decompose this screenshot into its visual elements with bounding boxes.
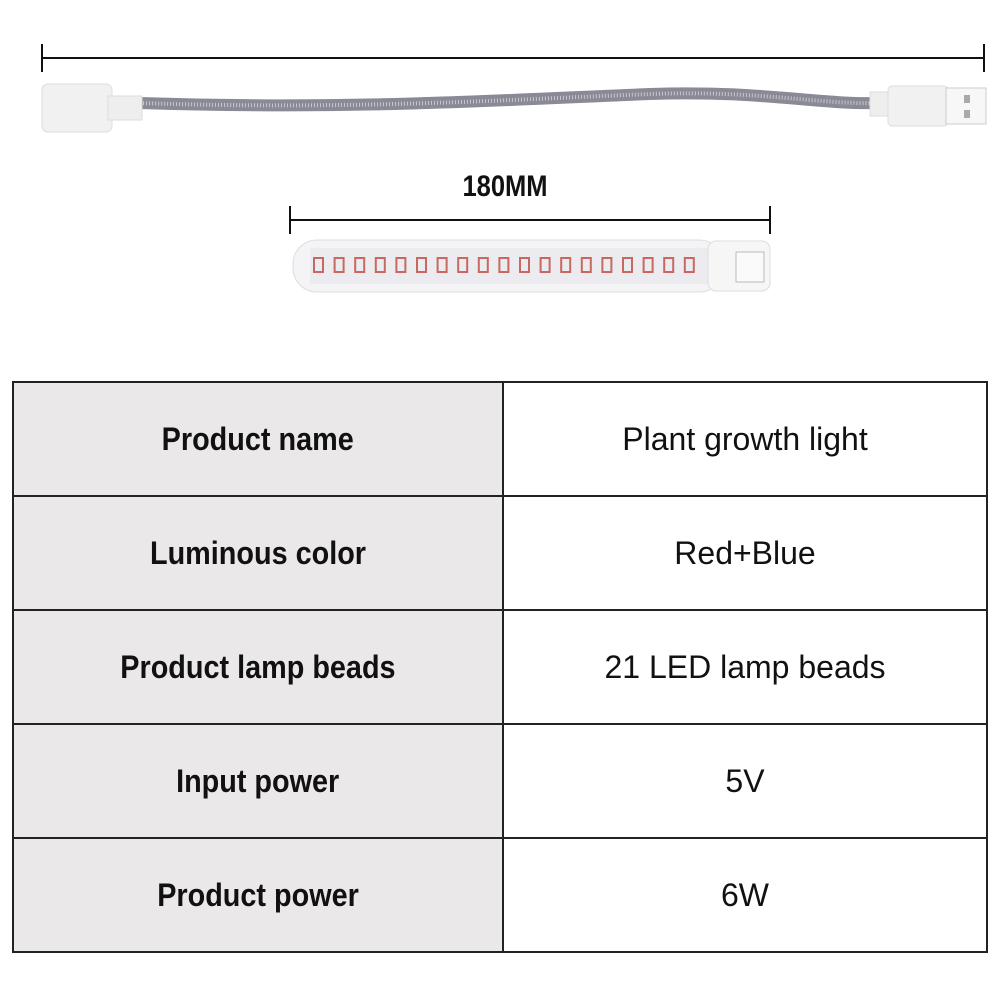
led-bead <box>580 257 592 273</box>
usb-female-connector <box>41 83 113 133</box>
dimension-tick <box>983 44 985 72</box>
led-bead <box>539 257 551 273</box>
spec-value: 6W <box>721 876 769 913</box>
led-bead <box>457 257 469 273</box>
spec-label-cell: Luminous color <box>12 495 504 611</box>
usb-extension-cable <box>41 83 987 133</box>
led-bead <box>683 257 695 273</box>
spec-label: Luminous color <box>150 534 366 571</box>
led-bead <box>374 257 386 273</box>
led-bead <box>354 257 366 273</box>
spec-value: Plant growth light <box>622 420 868 457</box>
led-bead <box>333 257 345 273</box>
spec-label: Product lamp beads <box>120 648 396 685</box>
cable-length-line <box>41 57 985 59</box>
led-bead <box>313 257 324 273</box>
spec-value-cell: 5V <box>502 723 988 839</box>
dimension-label: 180MM <box>462 170 548 203</box>
spec-label-cell: Product power <box>12 837 504 953</box>
product-illustration <box>41 83 987 293</box>
led-light-bar <box>292 239 771 293</box>
spec-label-cell: Product name <box>12 381 504 497</box>
spec-row: Product power 6W <box>12 837 988 953</box>
spec-row: Input power 5V <box>12 723 988 839</box>
led-bead <box>663 257 675 273</box>
led-bead <box>395 257 407 273</box>
led-bead <box>622 257 633 273</box>
spec-label-cell: Input power <box>12 723 504 839</box>
spec-label: Input power <box>176 762 340 799</box>
spec-label-cell: Product lamp beads <box>12 609 504 725</box>
led-bead <box>498 257 510 273</box>
led-bead <box>436 257 448 273</box>
led-bead <box>477 257 489 273</box>
spec-value-cell: 6W <box>502 837 988 953</box>
spec-label: Product name <box>161 420 355 457</box>
spec-value: 5V <box>725 762 765 799</box>
spec-value: Red+Blue <box>674 534 816 571</box>
spec-value-cell: Red+Blue <box>502 495 988 611</box>
led-bead <box>601 257 613 273</box>
spec-label: Product power <box>157 876 359 913</box>
spec-row: Product name Plant growth light <box>12 381 988 497</box>
led-bead <box>642 257 654 273</box>
led-bead <box>560 257 572 273</box>
led-bead <box>416 257 427 273</box>
spec-value: 21 LED lamp beads <box>604 648 886 685</box>
spec-value-cell: Plant growth light <box>502 381 988 497</box>
usb-male-connector <box>887 85 949 127</box>
spec-row: Luminous color Red+Blue <box>12 495 988 611</box>
spec-row: Product lamp beads 21 LED lamp beads <box>12 609 988 725</box>
spec-value-cell: 21 LED lamp beads <box>502 609 988 725</box>
led-bead <box>519 257 530 273</box>
